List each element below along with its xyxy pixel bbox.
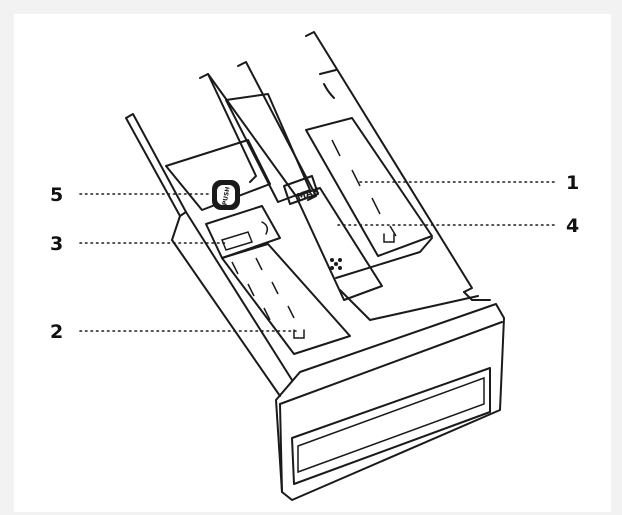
push-button-label: PUSH (221, 186, 231, 206)
diagram-panel (14, 14, 611, 512)
callout-4: 4 (566, 215, 579, 237)
callout-5: 5 (50, 184, 63, 206)
compartment-lids (165, 61, 319, 259)
drawer-body (125, 31, 491, 397)
compartment-symbols (293, 233, 395, 339)
callout-1: 1 (566, 172, 579, 194)
callout-3: 3 (50, 233, 63, 255)
push-button: PUSH (212, 180, 240, 210)
cup-symbol-left (293, 329, 305, 339)
cup-symbol-right (383, 233, 395, 243)
main-compartments (221, 117, 433, 355)
callout-2: 2 (50, 321, 63, 343)
drawer-handle (275, 303, 505, 501)
leader-lines (79, 181, 557, 332)
flower-icon (330, 258, 342, 270)
